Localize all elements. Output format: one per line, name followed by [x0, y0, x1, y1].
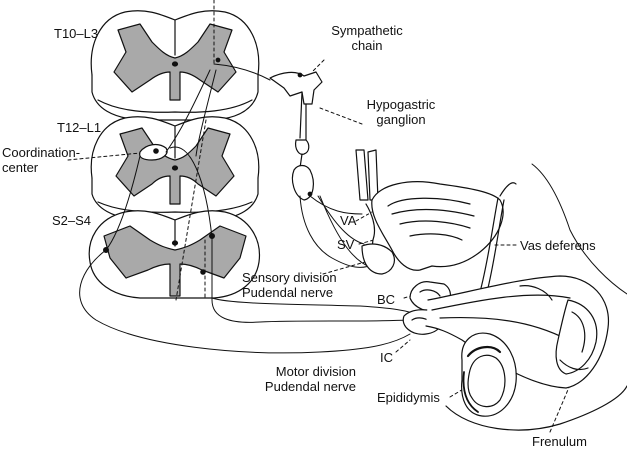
testis-and-epididymis	[445, 332, 627, 431]
spinal-segment-s2-s4	[88, 210, 261, 299]
label-vas-deferens: Vas deferens	[520, 238, 596, 253]
label-epididymis: Epididymis	[377, 390, 440, 405]
label-sympathetic-chain: Sympathetic chain	[331, 23, 403, 53]
label-t12-l1: T12–L1	[57, 120, 102, 135]
bladder-and-prostate	[355, 149, 504, 335]
label-coordination-center: Coordination- center	[2, 145, 81, 175]
label-s2-s4: S2–S4	[52, 213, 92, 228]
spinal-segment-t12-l1	[90, 116, 260, 221]
label-sensory-division: Sensory division Pudendal nerve	[242, 270, 337, 300]
label-sv: SV	[337, 237, 355, 252]
sympathetic-chain	[269, 71, 323, 201]
label-bc: BC	[377, 292, 396, 307]
spinal-segment-t10-l3	[90, 10, 260, 121]
label-frenulum: Frenulum	[532, 434, 587, 449]
label-motor-division: Motor division Pudendal nerve	[264, 364, 356, 394]
label-ic: IC	[380, 350, 393, 365]
label-va: VA	[340, 213, 357, 228]
label-t10-l3: T10–L3	[54, 26, 99, 41]
penis	[425, 275, 610, 389]
label-hypogastric-ganglion: Hypogastric ganglion	[366, 97, 436, 127]
coordination-center-nucleus	[139, 143, 168, 161]
